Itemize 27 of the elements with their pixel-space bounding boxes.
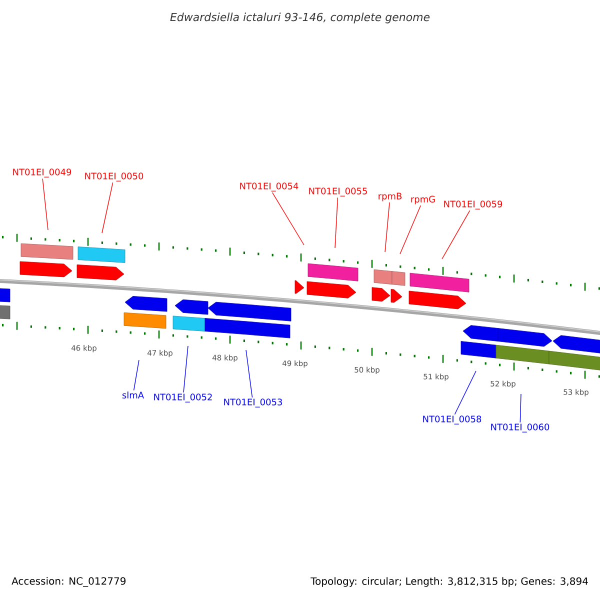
- leader-line: [442, 210, 470, 260]
- leader-line: [133, 360, 140, 391]
- accession-label: Accession: NC_012779: [12, 577, 126, 587]
- gene-label: NT01EI_0058: [423, 416, 482, 424]
- leader-line: [102, 182, 114, 234]
- gene-label: rpmG: [411, 196, 435, 204]
- leader-line: [183, 346, 188, 393]
- title: Edwardsiella ictaluri 93-146, complete genome: [170, 12, 430, 24]
- gene-label: NT01EI_0060: [491, 424, 550, 432]
- leader-line: [400, 205, 422, 254]
- leader-line: [520, 394, 522, 423]
- leader-line: [246, 350, 253, 398]
- leader-line: [384, 202, 390, 252]
- leader-line: [454, 370, 476, 415]
- gene-label: NT01EI_0049: [13, 168, 72, 178]
- gene-label: NT01EI_0055: [309, 188, 367, 196]
- gene-label: NT01EI_0053: [224, 398, 282, 408]
- gene-label: NT01EI_0054: [240, 182, 298, 192]
- gene-label: NT01EI_0052: [154, 394, 212, 402]
- gene-label: rpmB: [378, 192, 402, 202]
- gene-label: slmA: [122, 392, 144, 398]
- leader-line: [272, 192, 304, 246]
- gene-label: NT01EI_0050: [85, 172, 144, 182]
- gene-label: NT01EI_0059: [444, 200, 502, 210]
- leader-line: [42, 178, 48, 230]
- leader-line: [334, 197, 338, 248]
- genome-info-label: Topology: circular; Length: 3,812,315 bp; Genes: 3,894: [310, 577, 588, 587]
